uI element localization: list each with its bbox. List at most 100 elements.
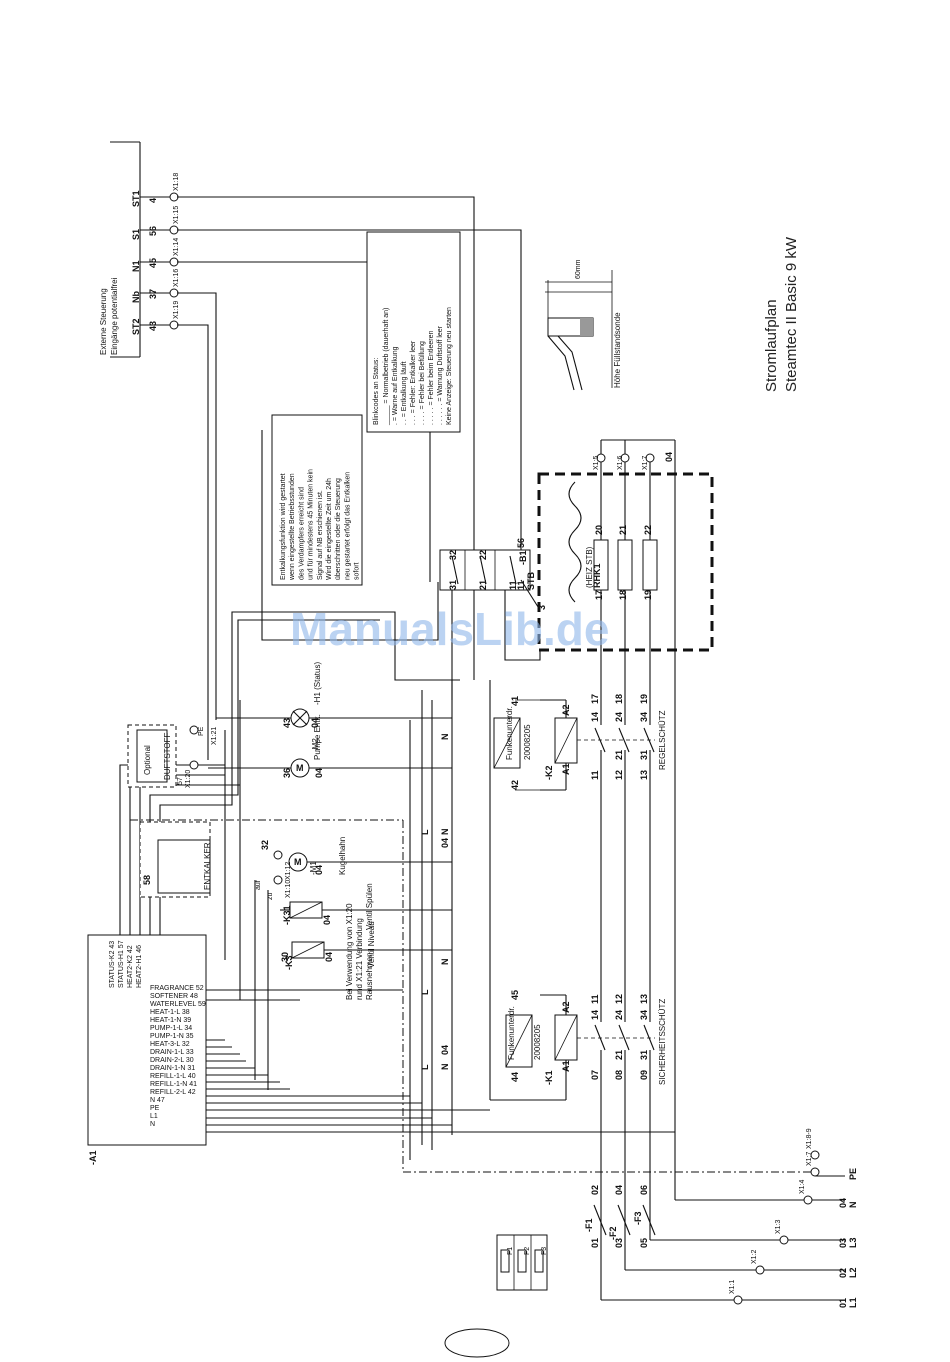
decalc-line-0: Entkalkungsfunktion wird gestartet [280, 473, 287, 580]
svg-text:04: 04 [322, 915, 332, 925]
supply-number-3: 04 [838, 1198, 848, 1208]
svg-text:43: 43 [282, 718, 292, 728]
svg-text:21: 21 [614, 750, 624, 760]
blink-line-7: Keine Anzeige: Steuerung neu starten [446, 307, 453, 425]
fuse-block: F1 F2 F3 [496, 1234, 548, 1291]
page-number-oval [444, 1328, 510, 1358]
ext-terminal-point-1 [169, 225, 179, 235]
svg-text:F1: F1 [507, 1247, 514, 1255]
watermark: ManualsLib.de [290, 603, 609, 655]
title-line-2: Steamtec II Basic 9 kW [783, 236, 800, 392]
supply-xlabel-4: X1:7 [806, 1151, 813, 1166]
svg-text:Ventil Niveau: Ventil Niveau [367, 921, 376, 968]
blink-line-6: . . . . . . = Warnung Duftstoff leer [437, 325, 444, 425]
svg-text:L: L [420, 1064, 430, 1070]
svg-text:-K3: -K3 [284, 955, 294, 970]
decalc-line-6: überschritten oder die Steuerung [335, 478, 342, 580]
svg-text:Ventil Spülen: Ventil Spülen [365, 883, 374, 930]
supply-terminal-3: N [848, 1202, 858, 1209]
svg-text:13: 13 [639, 770, 649, 780]
ext-number-0: 4 [148, 198, 158, 203]
svg-text:18: 18 [618, 590, 628, 600]
ctrl-input-6: PUMP-1-N 35 [150, 1033, 194, 1040]
svg-text:N: N [440, 734, 450, 741]
ctrl-input-15: PE [150, 1105, 160, 1112]
ctrl-input-13: REFILL-2-L 42 [150, 1089, 196, 1096]
svg-text:31: 31 [639, 750, 649, 760]
controller-bus [206, 989, 675, 1133]
ext-number-1: 56 [148, 226, 158, 236]
svg-text:19: 19 [639, 694, 649, 704]
pump-label: Pumpe Entk. [313, 714, 322, 760]
supply-number-2: 03 [838, 1238, 848, 1248]
svg-text:L: L [420, 829, 430, 835]
ctrl-output-1: STATUS-H1 57 [118, 940, 125, 988]
svg-text:3: 3 [537, 605, 547, 610]
ext-terminal-3: Nb [131, 291, 141, 303]
svg-text:22: 22 [643, 525, 653, 535]
decalc-line-8: sofort [354, 562, 361, 580]
title-block: Stromlaufplan Steamtec II Basic 9 kW [763, 236, 800, 392]
svg-text:-M1: -M1 [309, 861, 318, 875]
ext-heading-1: Externe Steuerung [99, 288, 108, 355]
svg-text:-K31: -K31 [282, 905, 292, 925]
svg-text:04: 04 [440, 838, 450, 848]
valve-rinse: Ventil Spülen -K31 04 [280, 883, 452, 930]
svg-text:58: 58 [142, 875, 152, 885]
svg-text:24: 24 [614, 1010, 624, 1020]
ctrl-input-3: HEAT-1-L 38 [150, 1009, 190, 1016]
ext-heading-2: Eingänge potentialfrei [110, 277, 119, 355]
blink-line-2: . . = Entkalkung läuft [401, 361, 408, 425]
supply-xlabel-5: X1:8-9 [806, 1128, 813, 1149]
decalcifier: ENTKALKER 58 [139, 821, 212, 898]
svg-text:57: 57 [177, 777, 184, 785]
svg-text:X1:21: X1:21 [211, 727, 218, 745]
svg-text:04: 04 [314, 768, 324, 778]
ext-xlabel-1: X1:15 [173, 206, 180, 224]
external-control: Externe Steuerung Eingänge potentialfrei… [99, 141, 180, 358]
svg-text:20008205: 20008205 [523, 724, 532, 760]
svg-text:Optional: Optional [143, 745, 152, 775]
ctrl-input-5: PUMP-1-L 34 [150, 1025, 192, 1032]
thermostat-contacts: 31 32 21 22 11 -B1 11 56 STB [439, 538, 541, 700]
svg-text:34: 34 [639, 1010, 649, 1020]
ext-terminal-2: N1 [131, 260, 141, 272]
ctrl-output-0: STATUS-K2 43 [109, 941, 116, 988]
blink-line-5: . . . . . = Fehler beim Entleeren [428, 331, 435, 425]
probe-dim: 60mm [575, 259, 582, 279]
svg-text:11: 11 [516, 580, 526, 590]
svg-text:44: 44 [510, 1072, 520, 1082]
ctrl-input-0: FRAGRANCE 52 [150, 985, 204, 992]
svg-text:M: M [294, 857, 302, 867]
svg-text:07: 07 [590, 1070, 600, 1080]
ctrl-input-4: HEAT-1-N 39 [150, 1017, 191, 1024]
svg-text:31: 31 [639, 1050, 649, 1060]
blink-heading: Blinkcodes an Status: [373, 358, 380, 425]
ctrl-input-8: DRAIN-1-L 33 [150, 1049, 194, 1056]
optional-fragrance: Optional DUFTSTOFF X1:21 X1:20 PE 57 [127, 724, 218, 788]
svg-text:Funkenunterdr.: Funkenunterdr. [507, 1006, 516, 1060]
svg-text:SICHERHEITSSCHÜTZ: SICHERHEITSSCHÜTZ [658, 999, 667, 1085]
ext-xlabel-3: X1:16 [173, 269, 180, 287]
svg-text:DUFTSTOFF: DUFTSTOFF [163, 732, 172, 780]
ctrl-output-2: HEAT2-K2 42 [127, 945, 134, 988]
svg-text:14: 14 [590, 1010, 600, 1020]
svg-text:N: N [440, 959, 450, 966]
supply-xlabel-3: X1:4 [799, 1179, 806, 1194]
svg-text:05: 05 [639, 1238, 649, 1248]
svg-text:18: 18 [614, 694, 624, 704]
supply-number-1: 02 [838, 1268, 848, 1278]
svg-text:ENTKALKER: ENTKALKER [203, 842, 212, 890]
svg-text:-F3: -F3 [633, 1212, 643, 1226]
svg-text:30: 30 [280, 952, 290, 962]
ext-xlabel-4: X1:19 [173, 301, 180, 319]
ext-terminal-1: S1 [131, 229, 141, 240]
ext-terminal-point-4 [169, 320, 179, 330]
svg-text:42: 42 [510, 780, 520, 790]
decalc-line-4: Signal auf NB erschienen ist. [317, 490, 324, 580]
svg-text:03: 03 [614, 1238, 624, 1248]
decalc-line-2: des Verdampfers erreicht sind [298, 487, 305, 580]
